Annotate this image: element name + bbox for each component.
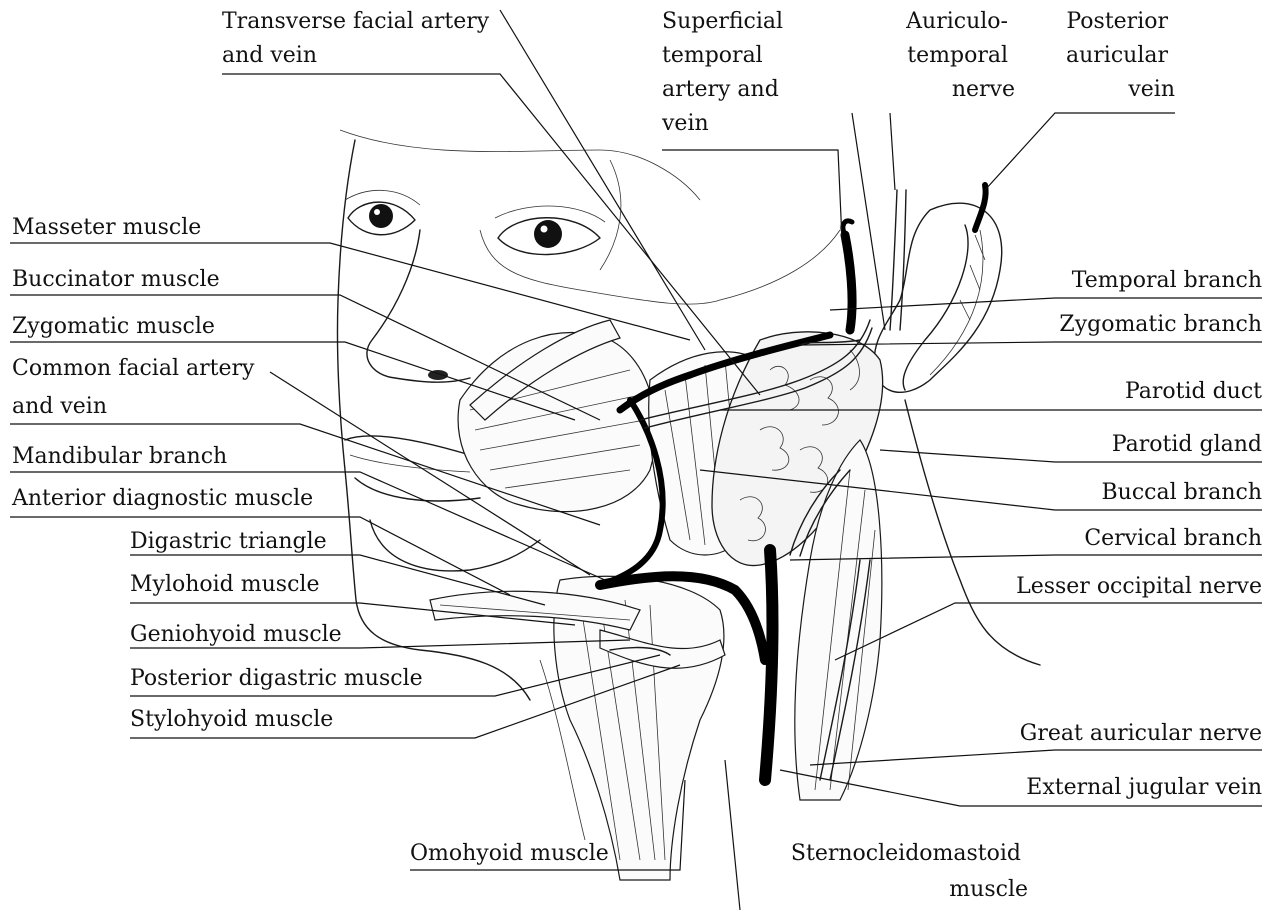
label-posterior-digastric: Posterior digastric muscle bbox=[130, 666, 423, 691]
label-common-facial: Common facial artery and vein bbox=[12, 356, 261, 419]
ear bbox=[874, 203, 1002, 392]
superficial-temporal-vessel bbox=[845, 235, 852, 330]
posterior-auricular-vessel bbox=[975, 185, 986, 230]
label-posterior-auricular: Posterior auricular vein bbox=[1066, 9, 1175, 102]
label-omohyoid: Omohyoid muscle bbox=[410, 841, 609, 866]
label-zygomatic-muscle: Zygomatic muscle bbox=[12, 314, 215, 339]
label-buccal-branch: Buccal branch bbox=[1102, 480, 1263, 505]
label-sternocleidomastoid: Sternocleidomastoid muscle bbox=[791, 841, 1028, 902]
label-lesser-occipital: Lesser occipital nerve bbox=[1016, 574, 1262, 599]
left-eye bbox=[345, 190, 420, 234]
label-anterior-diagnostic: Anterior diagnostic muscle bbox=[11, 486, 313, 511]
cheek-contour bbox=[600, 160, 621, 270]
label-temporal-branch: Temporal branch bbox=[1072, 268, 1262, 293]
label-auriculotemporal: Auriculo- temporal nerve bbox=[905, 9, 1015, 102]
label-parotid-duct: Parotid duct bbox=[1125, 379, 1262, 404]
neck-muscles bbox=[430, 576, 725, 880]
nose bbox=[367, 230, 470, 382]
neck-outline-right bbox=[905, 400, 1040, 665]
label-zygomatic-branch: Zygomatic branch bbox=[1059, 312, 1262, 337]
forehead-line bbox=[340, 130, 700, 200]
label-buccinator: Buccinator muscle bbox=[12, 267, 220, 292]
upper-face-contour bbox=[480, 230, 840, 304]
external-jugular-vessel bbox=[765, 550, 772, 780]
label-superficial-temporal: Superficial temporal artery and vein bbox=[661, 9, 790, 136]
label-mandibular-branch: Mandibular branch bbox=[12, 444, 227, 469]
label-geniohyoid: Geniohyoid muscle bbox=[130, 622, 342, 647]
label-external-jugular: External jugular vein bbox=[1026, 775, 1262, 800]
label-digastric-triangle: Digastric triangle bbox=[130, 529, 327, 554]
label-stylohyoid: Stylohyoid muscle bbox=[130, 707, 333, 732]
label-parotid-gland: Parotid gland bbox=[1112, 432, 1262, 457]
anatomy-illustration bbox=[337, 130, 1040, 880]
label-transverse-facial: Transverse facial artery and vein bbox=[222, 9, 496, 68]
label-cervical-branch: Cervical branch bbox=[1084, 526, 1262, 551]
label-great-auricular: Great auricular nerve bbox=[1020, 721, 1262, 746]
label-masseter: Masseter muscle bbox=[12, 215, 201, 240]
right-eye bbox=[495, 206, 605, 255]
label-mylohoid: Mylohoid muscle bbox=[130, 572, 319, 597]
